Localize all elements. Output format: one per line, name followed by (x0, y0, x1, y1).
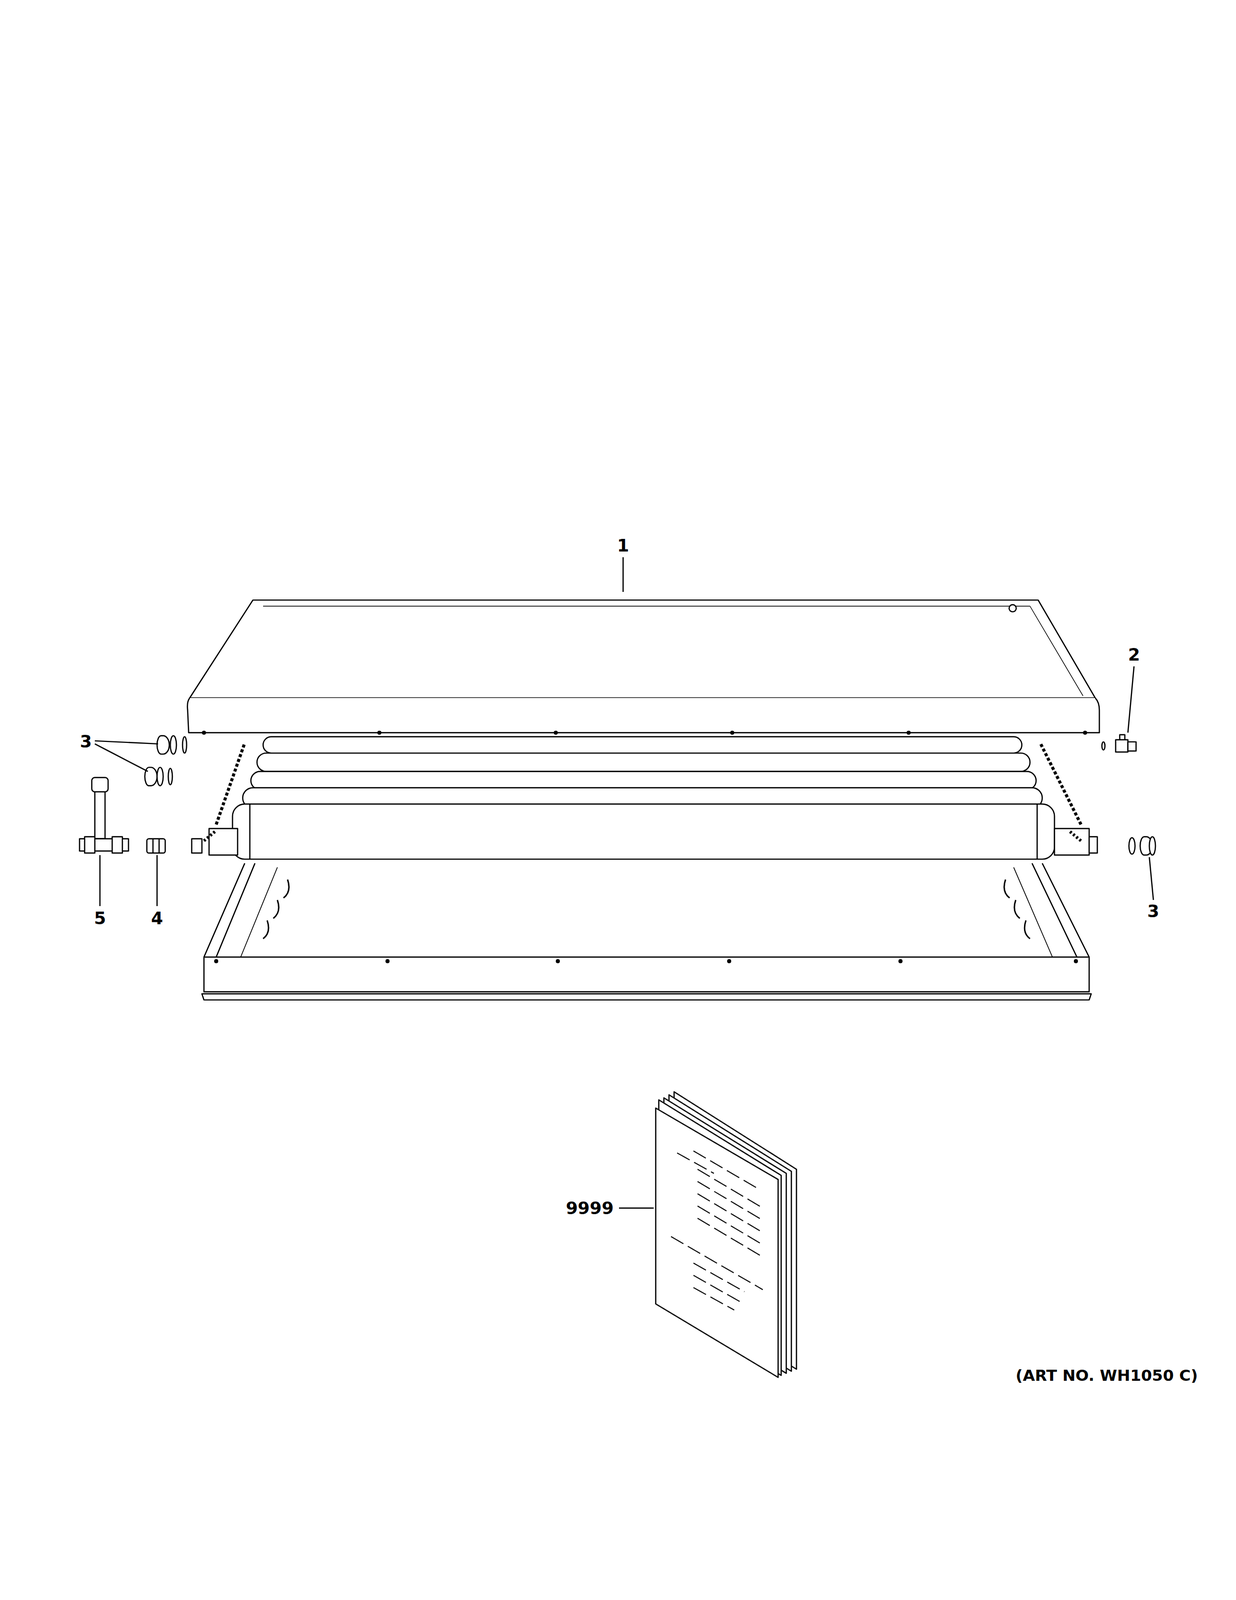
small-parts (79, 734, 1156, 855)
top-cover (187, 599, 1100, 735)
leader-lines (94, 556, 1154, 1208)
callout-number: 1 (616, 536, 630, 554)
callout-number: 5 (93, 909, 107, 927)
callout-number: 2 (1127, 645, 1141, 663)
callout-number: 3 (79, 732, 92, 750)
callout-number: 9999 (565, 1199, 614, 1217)
callout-number: 4 (150, 909, 164, 927)
filter-cylinders (191, 736, 1098, 859)
art-number-note: (ART NO. WH1050 C) (1015, 1367, 1199, 1383)
callout-number: 3 (1147, 902, 1160, 920)
manual-book (655, 1091, 797, 1378)
base-tray (201, 862, 1092, 1000)
